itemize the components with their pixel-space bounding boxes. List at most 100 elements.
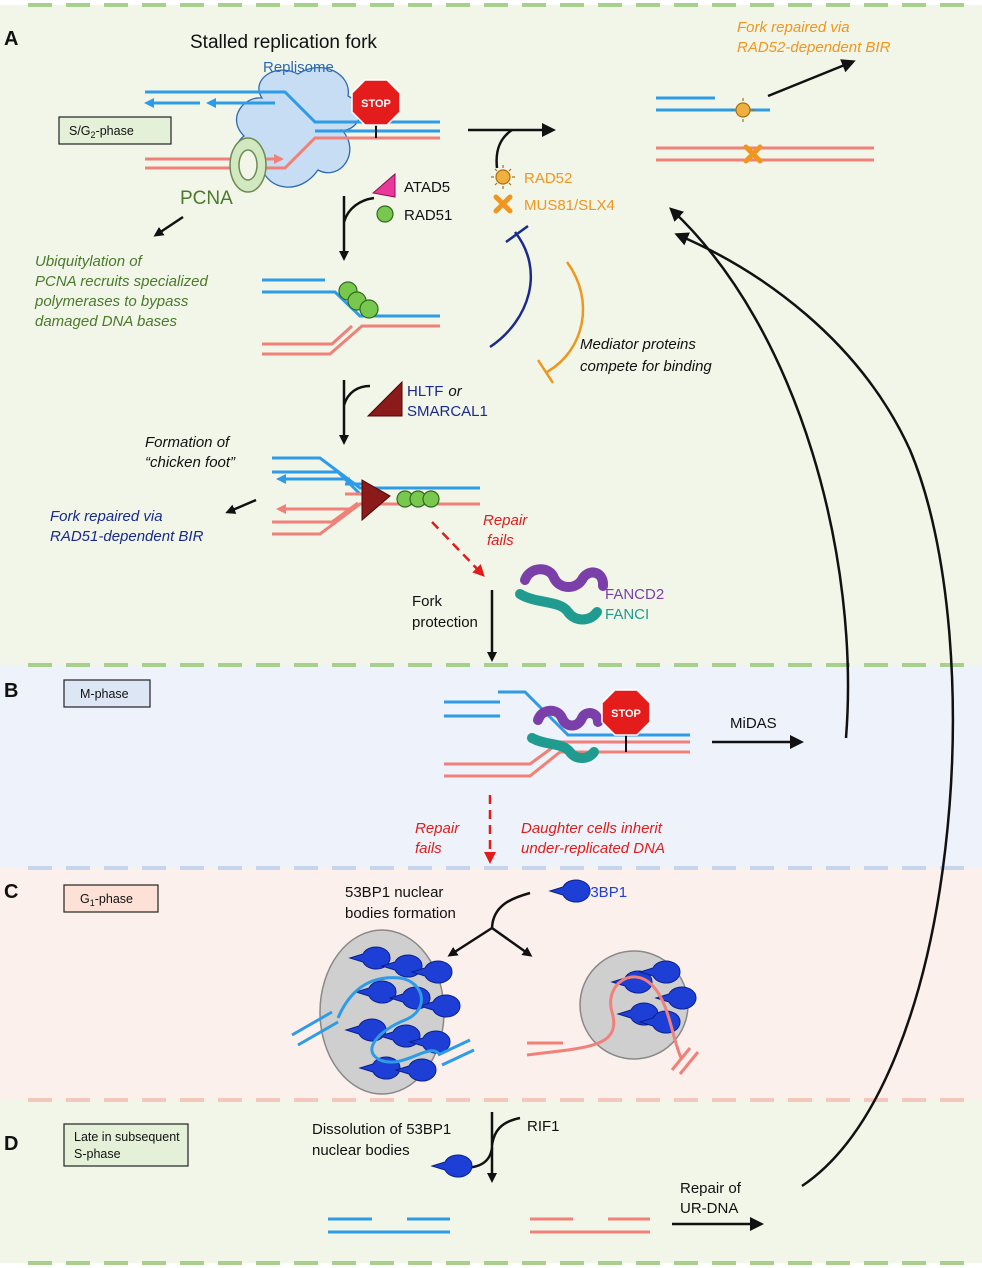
mediator-line-2: compete for binding bbox=[580, 358, 712, 375]
rad52-label: RAD52 bbox=[524, 170, 572, 187]
mus81-small-icon bbox=[743, 144, 763, 164]
rif1-label: RIF1 bbox=[527, 1118, 560, 1135]
chicken-line-1: Formation of bbox=[145, 434, 231, 451]
svg-text:STOP: STOP bbox=[361, 98, 391, 110]
fancd2-bound-icon bbox=[533, 705, 603, 731]
ur-repair-return-arrow bbox=[674, 232, 955, 1188]
ur-dna-right bbox=[526, 975, 700, 1075]
repair-ur-line-1: Repair of bbox=[680, 1180, 742, 1197]
mediator-line-1: Mediator proteins bbox=[580, 336, 696, 353]
repair-fails-1-line-2: fails bbox=[487, 532, 514, 549]
panel-letter-a: A bbox=[4, 28, 18, 50]
panel-a-background bbox=[0, 5, 982, 665]
repair-fails-2-line-2: fails bbox=[415, 840, 442, 857]
replisome-label: Replisome bbox=[263, 59, 334, 76]
hltf-bound-icon bbox=[361, 479, 391, 522]
rad51-icon bbox=[376, 205, 394, 223]
daughter-line-1: Daughter cells inherit bbox=[521, 820, 663, 837]
rad51-label: RAD51 bbox=[404, 207, 452, 224]
daughter-line-2: under-replicated DNA bbox=[521, 840, 665, 857]
rif1-branch bbox=[490, 1116, 521, 1146]
svg-text:S/G2-phase: S/G2-phase bbox=[69, 124, 134, 140]
panel-letter-d: D bbox=[4, 1133, 18, 1155]
chicken-line-2: “chicken foot” bbox=[145, 454, 236, 471]
nb-formation-line-2: bodies formation bbox=[345, 905, 456, 922]
dissolution-line-1: Dissolution of 53BP1 bbox=[312, 1121, 451, 1138]
inhibit-bar-orange bbox=[536, 359, 555, 384]
svg-text:STOP: STOP bbox=[611, 708, 641, 720]
mus81-icon bbox=[493, 194, 513, 214]
svg-text:M-phase: M-phase bbox=[80, 687, 129, 701]
step-1-branch bbox=[342, 196, 375, 223]
panel-c-background bbox=[0, 868, 982, 1100]
midas-return-arrow bbox=[669, 207, 850, 739]
repaired-dna-red bbox=[530, 1217, 650, 1234]
fancd2-icon bbox=[520, 564, 608, 592]
panel-letter-c: C bbox=[4, 881, 18, 903]
arrow-to-ub-pcna bbox=[153, 215, 184, 237]
ub-pcna-line-3: polymerases to bypass bbox=[34, 293, 189, 310]
repair-fails-arrow-1 bbox=[431, 521, 485, 577]
step-2-branch bbox=[342, 384, 371, 406]
arrow-to-bir52 bbox=[767, 59, 856, 98]
ub-pcna-line-1: Ubiquitylation of bbox=[35, 253, 144, 270]
rad52-icon bbox=[491, 165, 515, 189]
rad52-branch-curve bbox=[495, 128, 513, 169]
rad51-filament bbox=[338, 281, 379, 319]
inhibit-bar-navy bbox=[505, 224, 529, 244]
phase-box-c: G1-phase bbox=[63, 884, 159, 913]
inhibit-curve-orange bbox=[546, 261, 585, 374]
nb-formation-line-1: 53BP1 nuclear bbox=[345, 884, 443, 901]
repair-ur-line-2: UR-DNA bbox=[680, 1200, 738, 1217]
rad51-loaded-fork-dna bbox=[262, 278, 440, 356]
svg-text:Late in subsequent: Late in subsequent bbox=[74, 1130, 180, 1144]
phase-box-b: M-phase bbox=[63, 679, 151, 708]
repair-fails-2-line-1: Repair bbox=[415, 820, 460, 837]
ub-pcna-line-4: damaged DNA bases bbox=[35, 313, 178, 330]
mus81-label: MUS81/SLX4 bbox=[524, 197, 615, 214]
bir51-line-1: Fork repaired via bbox=[50, 508, 163, 525]
fancd2-label: FANCD2 bbox=[605, 586, 664, 603]
split-arrow-stem bbox=[490, 891, 531, 929]
phase-box-a: S/G2-phase bbox=[58, 116, 172, 145]
rad51-filament-2 bbox=[396, 490, 440, 508]
bir52-label-1: Fork repaired via bbox=[737, 19, 850, 36]
repaired-dna-blue bbox=[328, 1217, 450, 1234]
dissolution-line-2: nuclear bodies bbox=[312, 1142, 410, 1159]
stalled-fork-title: Stalled replication fork bbox=[190, 32, 377, 53]
stop-sign-icon-b: STOP bbox=[601, 689, 651, 736]
fork-protection-line-1: Fork bbox=[412, 593, 443, 610]
smarcal1-label: SMARCAL1 bbox=[407, 403, 488, 420]
midas-label: MiDAS bbox=[730, 715, 777, 732]
atad5-icon bbox=[371, 172, 396, 198]
bir51-line-2: RAD51-dependent BIR bbox=[50, 528, 204, 545]
stop-sign-icon: STOP bbox=[351, 79, 401, 126]
ub-pcna-line-2: PCNA recruits specialized bbox=[35, 273, 208, 290]
rad52-small-icon bbox=[731, 98, 755, 122]
fanci-bound-icon bbox=[527, 733, 599, 763]
svg-text:S-phase: S-phase bbox=[74, 1147, 121, 1161]
fanci-label: FANCI bbox=[605, 606, 649, 623]
bir52-label-2: RAD52-dependent BIR bbox=[737, 39, 891, 56]
phase-box-d: Late in subsequent S-phase bbox=[63, 1123, 189, 1167]
fork-protection-line-2: protection bbox=[412, 614, 478, 631]
svg-text:G1-phase: G1-phase bbox=[80, 892, 133, 908]
panel-letter-b: B bbox=[4, 680, 18, 702]
rad52-fork-dna bbox=[656, 96, 874, 162]
bp53-label: 53BP1 bbox=[582, 884, 627, 901]
repair-fails-1-line-1: Repair bbox=[483, 512, 528, 529]
fanci-icon bbox=[515, 589, 602, 625]
split-arrow-right bbox=[491, 926, 533, 957]
ur-dna-left bbox=[291, 976, 475, 1067]
pcna-ring bbox=[229, 137, 267, 193]
arrow-to-bir51 bbox=[225, 498, 257, 514]
split-arrow-left bbox=[447, 926, 493, 957]
hltf-icon bbox=[366, 380, 403, 417]
atad5-label: ATAD5 bbox=[404, 179, 450, 196]
inhibit-curve-navy bbox=[489, 231, 533, 349]
panel-b-background bbox=[0, 665, 982, 868]
pcna-label: PCNA bbox=[180, 188, 233, 209]
